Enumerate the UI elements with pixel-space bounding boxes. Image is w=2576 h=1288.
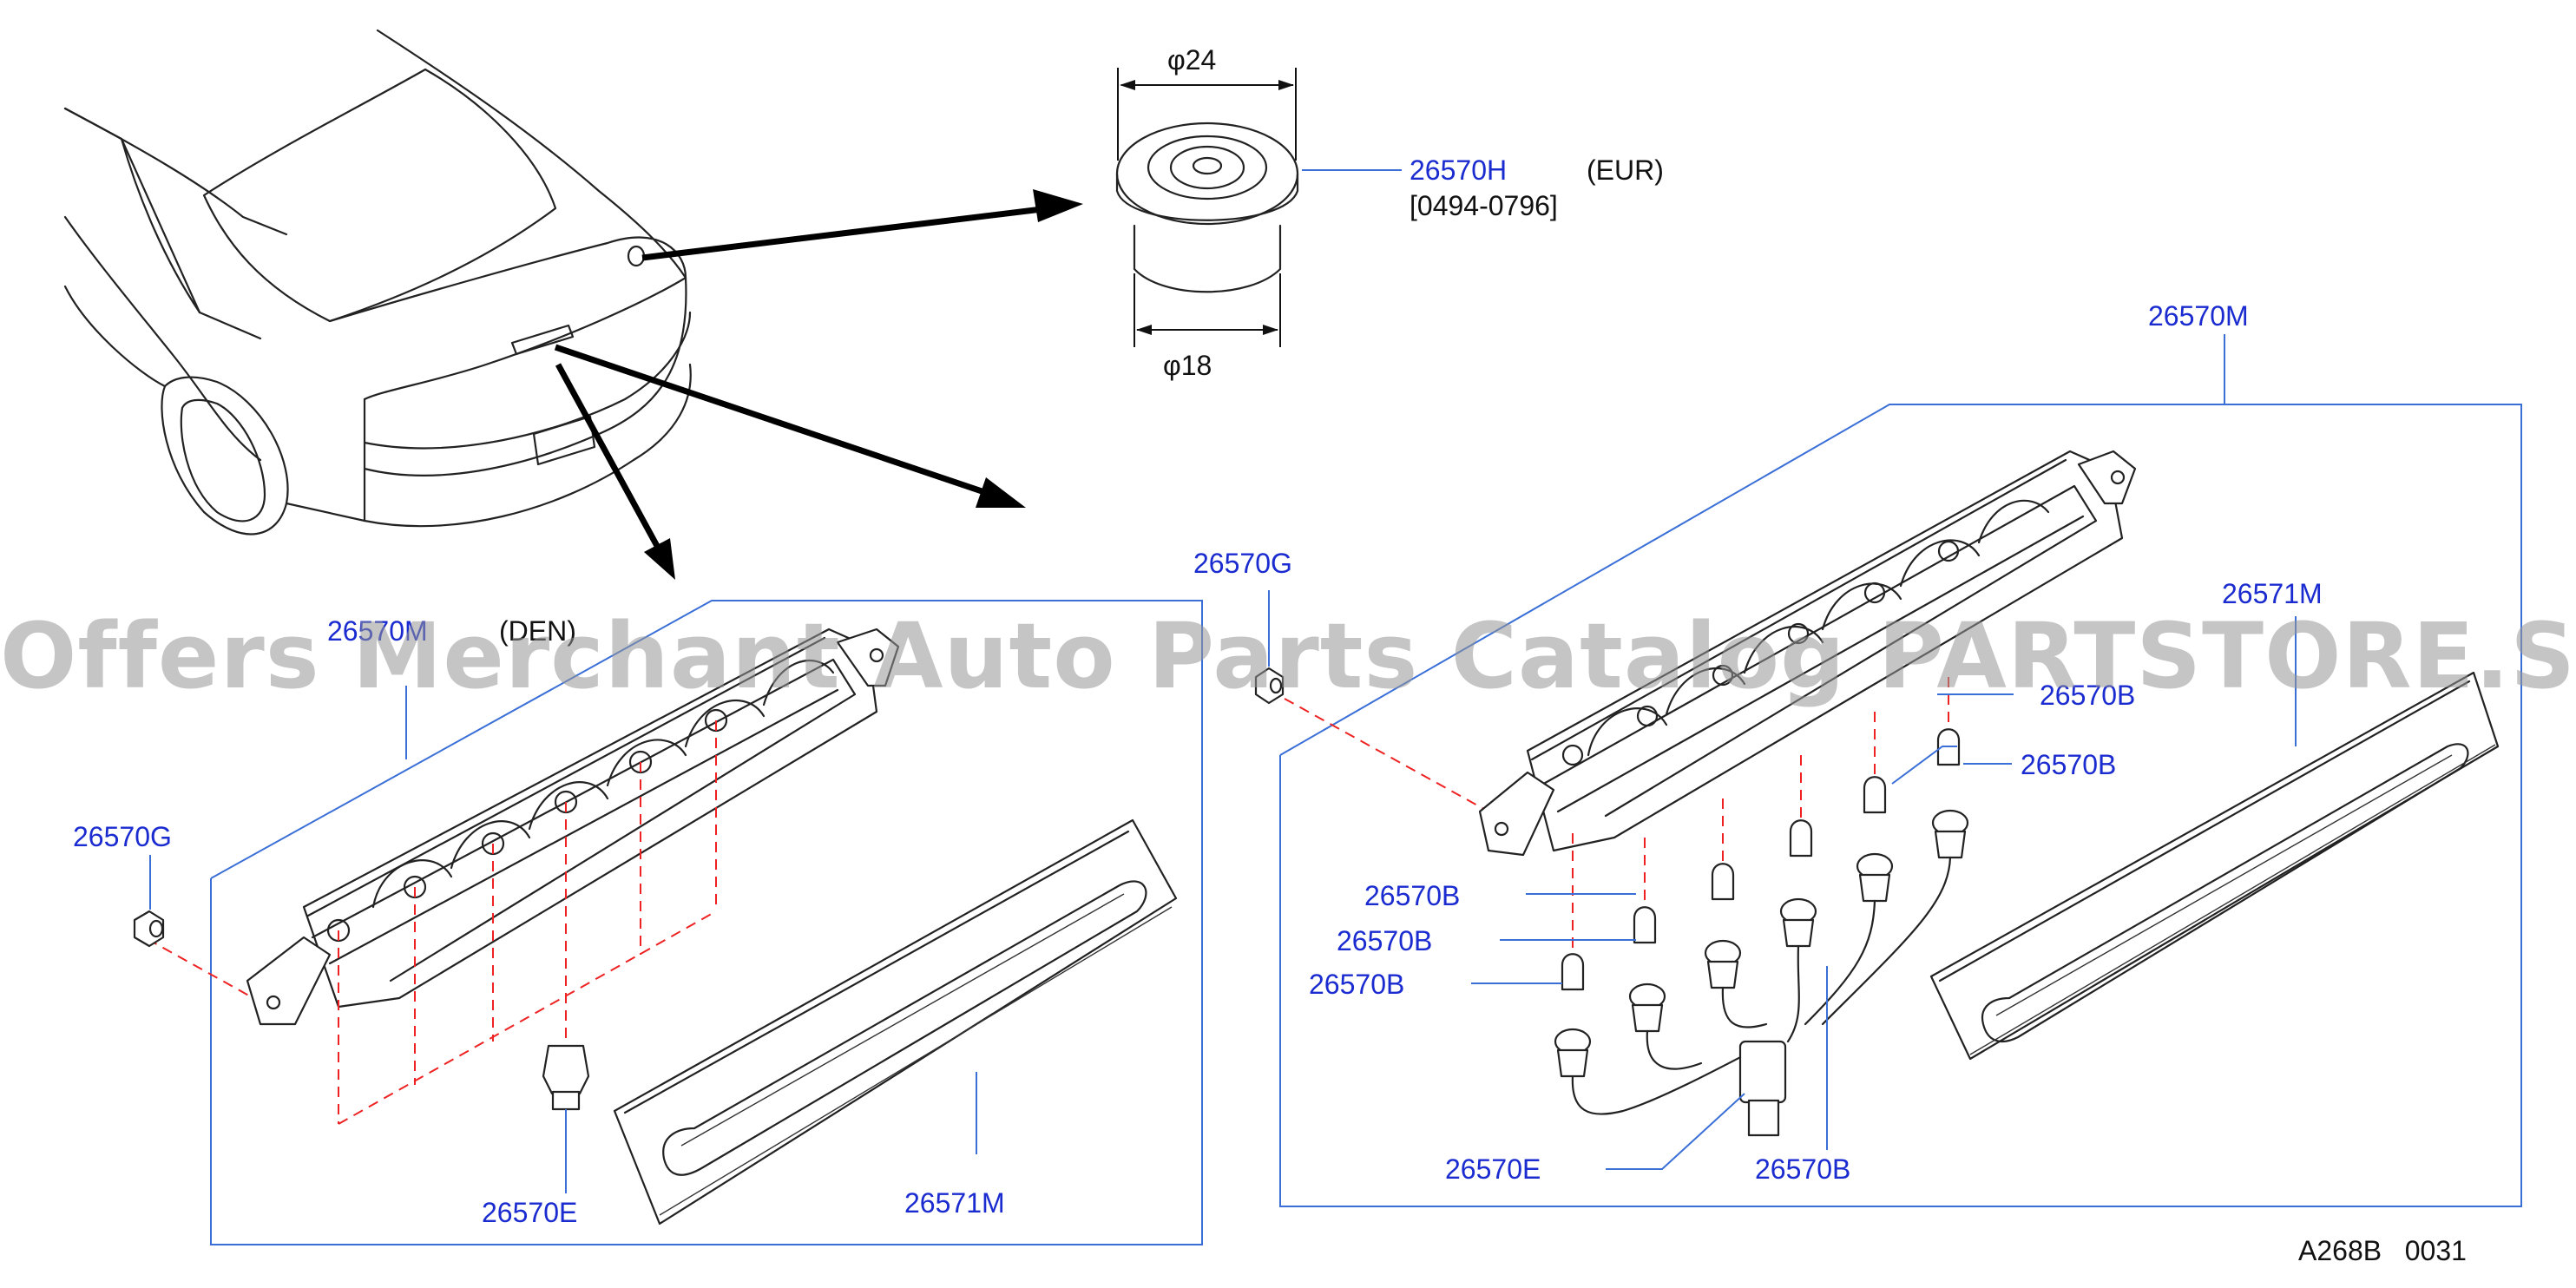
bulb-label-1[interactable]: 26570B: [1364, 880, 1460, 911]
left-lamp-note: (DEN): [499, 615, 576, 647]
grommet-dim-bottom: φ18: [1163, 350, 1212, 381]
bulb-label-5[interactable]: 26570B: [2021, 749, 2116, 780]
arrow-head-grommet: [1033, 189, 1083, 222]
grommet-detail: φ24 φ18 26570H (EUR) [0494-0796]: [1115, 44, 1664, 381]
arrow-to-left-assembly: [555, 363, 666, 557]
bulb-label-2[interactable]: 26570B: [1337, 925, 1432, 956]
left-socket-part-label[interactable]: 26570E: [482, 1197, 577, 1228]
grommet-dim-top: φ24: [1167, 44, 1216, 76]
right-nut: [1254, 667, 1285, 705]
right-assembly-part-label[interactable]: 26570M: [2148, 300, 2249, 332]
right-assembly: 26570M 26570G: [1193, 300, 2522, 1207]
right-lens: [1929, 671, 2500, 1061]
left-lens-part-label[interactable]: 26571M: [904, 1187, 1005, 1219]
right-assembly-frame: [1279, 404, 2522, 1207]
right-harness-part-label[interactable]: 26570E: [1445, 1153, 1541, 1185]
diagram-code: A268B 0031: [2298, 1235, 2467, 1266]
grommet-date-range: [0494-0796]: [1410, 190, 1558, 221]
bulb-label-3[interactable]: 26570B: [1309, 969, 1404, 1000]
bulb-label-6[interactable]: 26570B: [1755, 1153, 1850, 1185]
right-nut-part-label[interactable]: 26570G: [1193, 548, 1292, 579]
bulb-label-4[interactable]: 26570B: [2040, 680, 2135, 711]
grommet-market-label: (EUR): [1587, 154, 1664, 186]
arrow-to-right-assembly: [554, 344, 1007, 503]
left-assembly: 26570M (DEN): [73, 600, 1203, 1245]
left-socket: [542, 1044, 590, 1111]
left-lamp-part-label[interactable]: 26570M: [327, 615, 428, 647]
grommet-part-label[interactable]: 26570H: [1410, 154, 1507, 186]
left-lens: [613, 818, 1178, 1226]
left-nut: [133, 910, 165, 948]
right-harness: [1554, 809, 1969, 1137]
pointer-arrows: [554, 189, 1083, 580]
arrow-head-left: [644, 538, 675, 580]
left-assembly-frame: [210, 600, 1203, 1245]
arrow-to-grommet: [641, 203, 1064, 261]
left-nut-part-label[interactable]: 26570G: [73, 821, 172, 852]
arrow-head-right: [976, 477, 1026, 508]
right-lens-part-label[interactable]: 26571M: [2222, 578, 2323, 609]
car-rear-illustration: [63, 29, 692, 536]
